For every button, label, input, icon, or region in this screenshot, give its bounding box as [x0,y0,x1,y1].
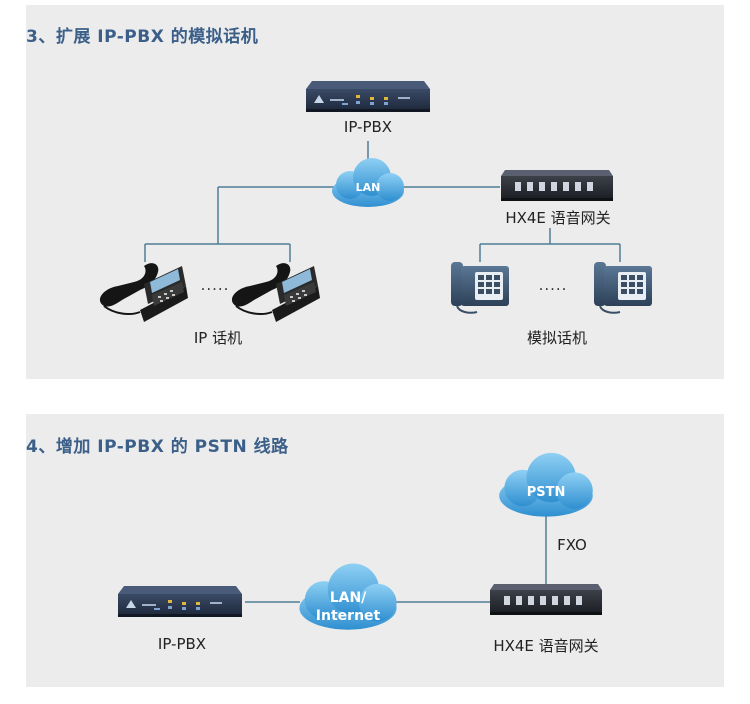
ip-phone-2 [230,262,321,323]
hx4e-gateway-device [501,170,613,201]
gateway-label: HX4E 语音网关 [505,209,611,227]
lan-internet-cloud: LAN/ Internet [299,563,397,630]
ip-phone-1 [98,262,189,323]
gateway-label-2: HX4E 语音网关 [493,637,599,655]
pstn-cloud-label: PSTN [527,485,566,500]
analog-phones-label: 模拟话机 [526,329,588,347]
ip-pbx-label-2: IP-PBX [157,635,207,653]
lan-internet-label-line2: Internet [316,608,381,624]
ip-phone-ellipsis: ..... [200,276,230,294]
pstn-cloud: PSTN [499,452,593,517]
section-3-connections [144,141,621,262]
ip-phones-label: IP 话机 [193,329,243,347]
analog-phone-ellipsis: ..... [538,276,568,294]
section-3-title: 3、扩展 IP-PBX 的模拟话机 [26,27,259,47]
analog-phone-1 [450,261,510,314]
ip-pbx-label: IP-PBX [343,118,393,136]
section-4-title: 4、增加 IP-PBX 的 PSTN 线路 [26,437,289,457]
lan-cloud: LAN [332,158,404,207]
lan-cloud-label: LAN [356,181,381,194]
hx4e-gateway-device-2 [490,584,602,615]
ip-pbx-device [306,81,430,112]
fxo-label: FXO [557,536,587,554]
section-4-panel [26,414,724,687]
section-4-connections [245,508,547,603]
analog-phone-2 [593,261,653,314]
ip-pbx-device-2 [118,586,242,617]
lan-internet-label-line1: LAN/ [330,590,367,606]
